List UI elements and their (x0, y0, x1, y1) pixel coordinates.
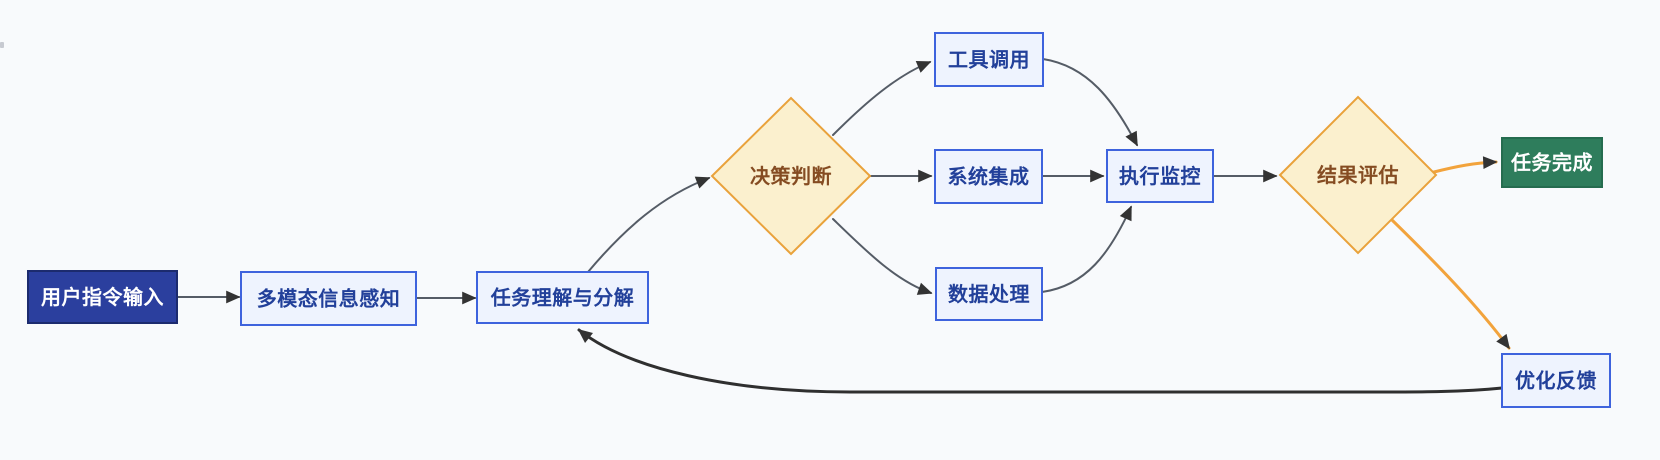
edge-decision-to-data-processing (832, 218, 933, 295)
decision-judgment-shape (710, 96, 872, 256)
node-multimodal-perception: 多模态信息感知 (240, 271, 417, 326)
node-label-tool-call: 工具调用 (948, 49, 1030, 72)
execution-monitor-shape (1106, 149, 1214, 203)
node-label-execution-monitor: 执行监控 (1119, 164, 1201, 188)
left-edge-artifact (0, 42, 4, 48)
edge-understanding-to-decision (587, 176, 711, 273)
edge-decision-to-tool-call (832, 60, 932, 136)
node-task-understanding: 任务理解与分解 (476, 271, 649, 324)
node-system-integration: 系统集成 (934, 149, 1043, 204)
edge-feedback-to-understanding (577, 328, 1504, 394)
node-decision-judgment: 决策判断 (710, 96, 872, 256)
node-label-user-input: 用户指令输入 (41, 285, 164, 309)
node-label-data-processing: 数据处理 (948, 282, 1030, 306)
node-label-optimization-feedback: 优化反馈 (1515, 369, 1597, 393)
node-label-decision-judgment: 决策判断 (750, 164, 832, 188)
tool-call-shape (934, 32, 1044, 87)
edge-evaluation-to-complete (1432, 156, 1498, 174)
multimodal-perception-shape (240, 271, 417, 326)
optimization-feedback-shape (1501, 353, 1611, 408)
edge-tool-call-to-monitor (1042, 58, 1138, 147)
task-complete-shape (1501, 137, 1603, 188)
node-label-task-understanding: 任务理解与分解 (490, 286, 635, 310)
node-label-system-integration: 系统集成 (948, 165, 1030, 189)
system-integration-shape (934, 149, 1043, 204)
node-optimization-feedback: 优化反馈 (1501, 353, 1611, 408)
node-tool-call: 工具调用 (934, 32, 1044, 87)
node-result-evaluation: 结果评估 (1278, 95, 1438, 255)
task-understanding-shape (476, 271, 649, 324)
node-user-input: 用户指令输入 (27, 270, 178, 324)
node-task-complete: 任务完成 (1501, 137, 1603, 188)
user-input-shape (27, 270, 178, 324)
edge-data-processing-to-monitor (1041, 205, 1132, 293)
edge-evaluation-to-feedback (1390, 218, 1511, 350)
result-evaluation-shape (1278, 95, 1438, 255)
node-label-task-complete: 任务完成 (1510, 151, 1593, 175)
data-processing-shape (935, 267, 1043, 321)
node-execution-monitor: 执行监控 (1106, 149, 1214, 203)
node-label-result-evaluation: 结果评估 (1317, 163, 1399, 187)
node-data-processing: 数据处理 (935, 267, 1043, 321)
node-label-multimodal-perception: 多模态信息感知 (257, 287, 401, 311)
